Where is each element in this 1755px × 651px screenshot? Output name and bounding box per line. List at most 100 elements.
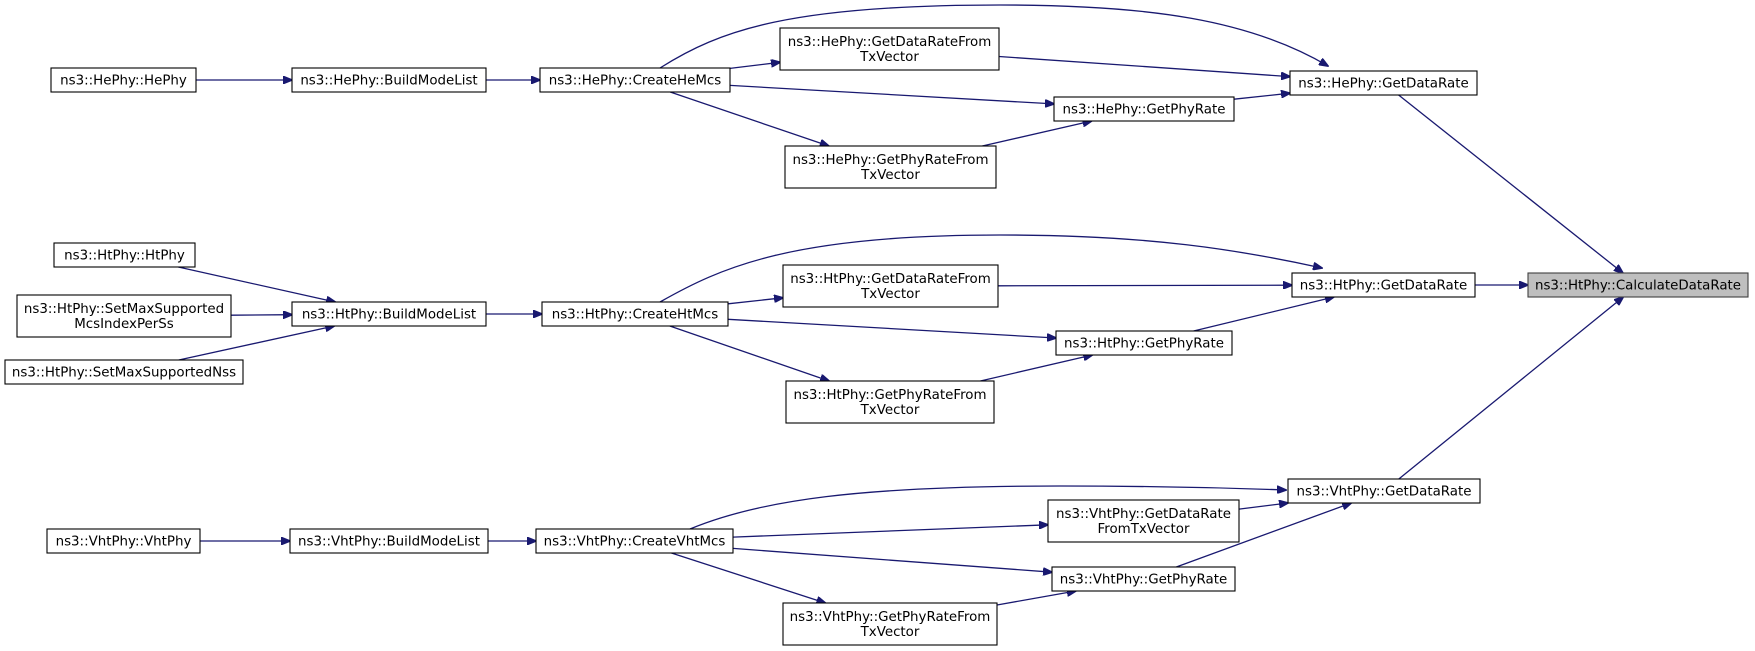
node-ht_build[interactable]: ns3::HtPhy::BuildModeList <box>291 301 487 327</box>
edge-vht_create-to-vht_getdr <box>689 485 1286 530</box>
node-he_getdr[interactable]: ns3::HePhy::GetDataRate <box>1289 70 1478 96</box>
node-vht_create[interactable]: ns3::VhtPhy::CreateVhtMcs <box>535 528 734 554</box>
node-box <box>291 301 487 327</box>
node-vht_ctor[interactable]: ns3::VhtPhy::VhtPhy <box>46 528 201 554</box>
node-he_getphy[interactable]: ns3::HePhy::GetPhyRate <box>1053 96 1235 122</box>
node-label: ns3::HePhy::HePhy <box>60 74 187 89</box>
edge-vht_getphy-to-vht_getdr <box>1176 503 1351 568</box>
node-ht_getdr[interactable]: ns3::HtPhy::GetDataRate <box>1291 272 1476 298</box>
node-vht_getphy[interactable]: ns3::VhtPhy::GetPhyRate <box>1051 566 1236 592</box>
node-label: ns3::VhtPhy::GetDataRate <box>1056 507 1231 522</box>
node-label: ns3::HePhy::GetDataRate <box>1298 77 1468 92</box>
node-label: TxVector <box>860 168 920 183</box>
edge-ht_create-to-ht_phyfromtx <box>669 325 829 381</box>
node-label: ns3::VhtPhy::GetPhyRate <box>1060 573 1228 588</box>
node-box <box>16 294 232 338</box>
edges-layer <box>178 4 1623 606</box>
node-label: ns3::HePhy::GetPhyRate <box>1063 103 1226 118</box>
node-box <box>53 242 196 268</box>
node-box <box>50 67 197 93</box>
node-label: ns3::VhtPhy::CreateVhtMcs <box>544 535 726 550</box>
node-label: FromTxVector <box>1098 522 1190 537</box>
node-label: ns3::HePhy::CreateHeMcs <box>549 74 722 89</box>
node-label: ns3::HtPhy::SetMaxSupportedNss <box>12 366 236 381</box>
node-label: TxVector <box>859 50 919 65</box>
node-label: ns3::VhtPhy::VhtPhy <box>56 535 192 550</box>
node-label: ns3::HtPhy::SetMaxSupported <box>24 302 224 317</box>
edge-he_create-to-he_getdr <box>659 4 1328 69</box>
node-label: ns3::HePhy::BuildModeList <box>300 74 477 89</box>
node-label: ns3::HtPhy::GetPhyRate <box>1064 337 1224 352</box>
node-label: ns3::HePhy::GetPhyRateFrom <box>792 153 988 168</box>
node-label: ns3::VhtPhy::BuildModeList <box>298 535 480 550</box>
node-label: ns3::VhtPhy::GetDataRate <box>1297 485 1472 500</box>
node-label: ns3::HtPhy::HtPhy <box>64 249 185 264</box>
node-ht_setnss[interactable]: ns3::HtPhy::SetMaxSupportedNss <box>4 359 244 385</box>
node-he_create[interactable]: ns3::HePhy::CreateHeMcs <box>539 67 731 93</box>
node-label: TxVector <box>860 625 920 640</box>
node-box <box>1047 499 1240 543</box>
edge-ht_setmcs-to-ht_build <box>230 315 292 316</box>
edge-he_phyfromtx-to-he_getphy <box>982 121 1091 147</box>
node-label: ns3::HtPhy::BuildModeList <box>302 308 476 323</box>
node-box <box>779 27 1000 71</box>
node-box <box>291 67 487 93</box>
edge-he_getphy-to-he_getdr <box>1233 93 1290 100</box>
node-label: ns3::HtPhy::CalculateDataRate <box>1535 279 1741 294</box>
node-he_ctor[interactable]: ns3::HePhy::HePhy <box>50 67 197 93</box>
node-box <box>535 528 734 554</box>
node-vht_getdr[interactable]: ns3::VhtPhy::GetDataRate <box>1287 478 1481 504</box>
node-he_build[interactable]: ns3::HePhy::BuildModeList <box>291 67 487 93</box>
node-vht_build[interactable]: ns3::VhtPhy::BuildModeList <box>289 528 489 554</box>
node-box <box>539 67 731 93</box>
edge-ht_getphy-to-ht_getdr <box>1193 297 1334 332</box>
node-box <box>785 380 995 424</box>
node-box <box>1051 566 1236 592</box>
edge-vht_create-to-vht_getphy <box>732 547 1052 572</box>
node-ht_ctor[interactable]: ns3::HtPhy::HtPhy <box>53 242 196 268</box>
node-box <box>782 602 998 646</box>
node-ht_getphy[interactable]: ns3::HtPhy::GetPhyRate <box>1055 330 1233 356</box>
edge-ht_drfromtx-to-ht_getdr <box>997 285 1292 286</box>
node-ht_create[interactable]: ns3::HtPhy::CreateHtMcs <box>541 301 729 327</box>
node-box <box>1527 272 1749 298</box>
edge-he_getdr-to-root <box>1398 94 1623 273</box>
edge-ht_ctor-to-ht_build <box>178 266 335 302</box>
edge-vht_drfromtx-to-vht_getdr <box>1238 503 1288 510</box>
edge-ht_phyfromtx-to-ht_getphy <box>980 355 1092 382</box>
node-label: McsIndexPerSs <box>74 317 174 332</box>
edge-he_create-to-he_drfromtx <box>729 62 780 70</box>
node-box <box>289 528 489 554</box>
node-box <box>1055 330 1233 356</box>
node-label: ns3::HePhy::GetDataRateFrom <box>788 35 992 50</box>
edge-ht_create-to-ht_drfromtx <box>727 298 783 305</box>
node-label: TxVector <box>860 403 920 418</box>
edge-vht_phyfromtx-to-vht_getphy <box>996 591 1076 606</box>
node-box <box>1053 96 1235 122</box>
node-box <box>782 264 999 308</box>
node-root[interactable]: ns3::HtPhy::CalculateDataRate <box>1527 272 1749 298</box>
edge-he_create-to-he_getphy <box>729 84 1054 104</box>
edge-ht_create-to-ht_getdr <box>659 234 1322 303</box>
node-label: ns3::HtPhy::GetDataRate <box>1300 279 1467 294</box>
node-box <box>1291 272 1476 298</box>
edge-ht_setnss-to-ht_build <box>178 326 334 361</box>
node-box <box>4 359 244 385</box>
edge-vht_getdr-to-root <box>1398 297 1623 480</box>
edge-ht_create-to-ht_getphy <box>727 318 1056 338</box>
node-label: ns3::HtPhy::GetDataRateFrom <box>790 272 991 287</box>
edge-vht_create-to-vht_phyfromtx <box>671 552 825 603</box>
node-label: ns3::HtPhy::GetPhyRateFrom <box>793 388 986 403</box>
node-label: ns3::HtPhy::CreateHtMcs <box>552 308 719 323</box>
node-box <box>1287 478 1481 504</box>
node-box <box>541 301 729 327</box>
node-label: ns3::VhtPhy::GetPhyRateFrom <box>790 610 991 625</box>
